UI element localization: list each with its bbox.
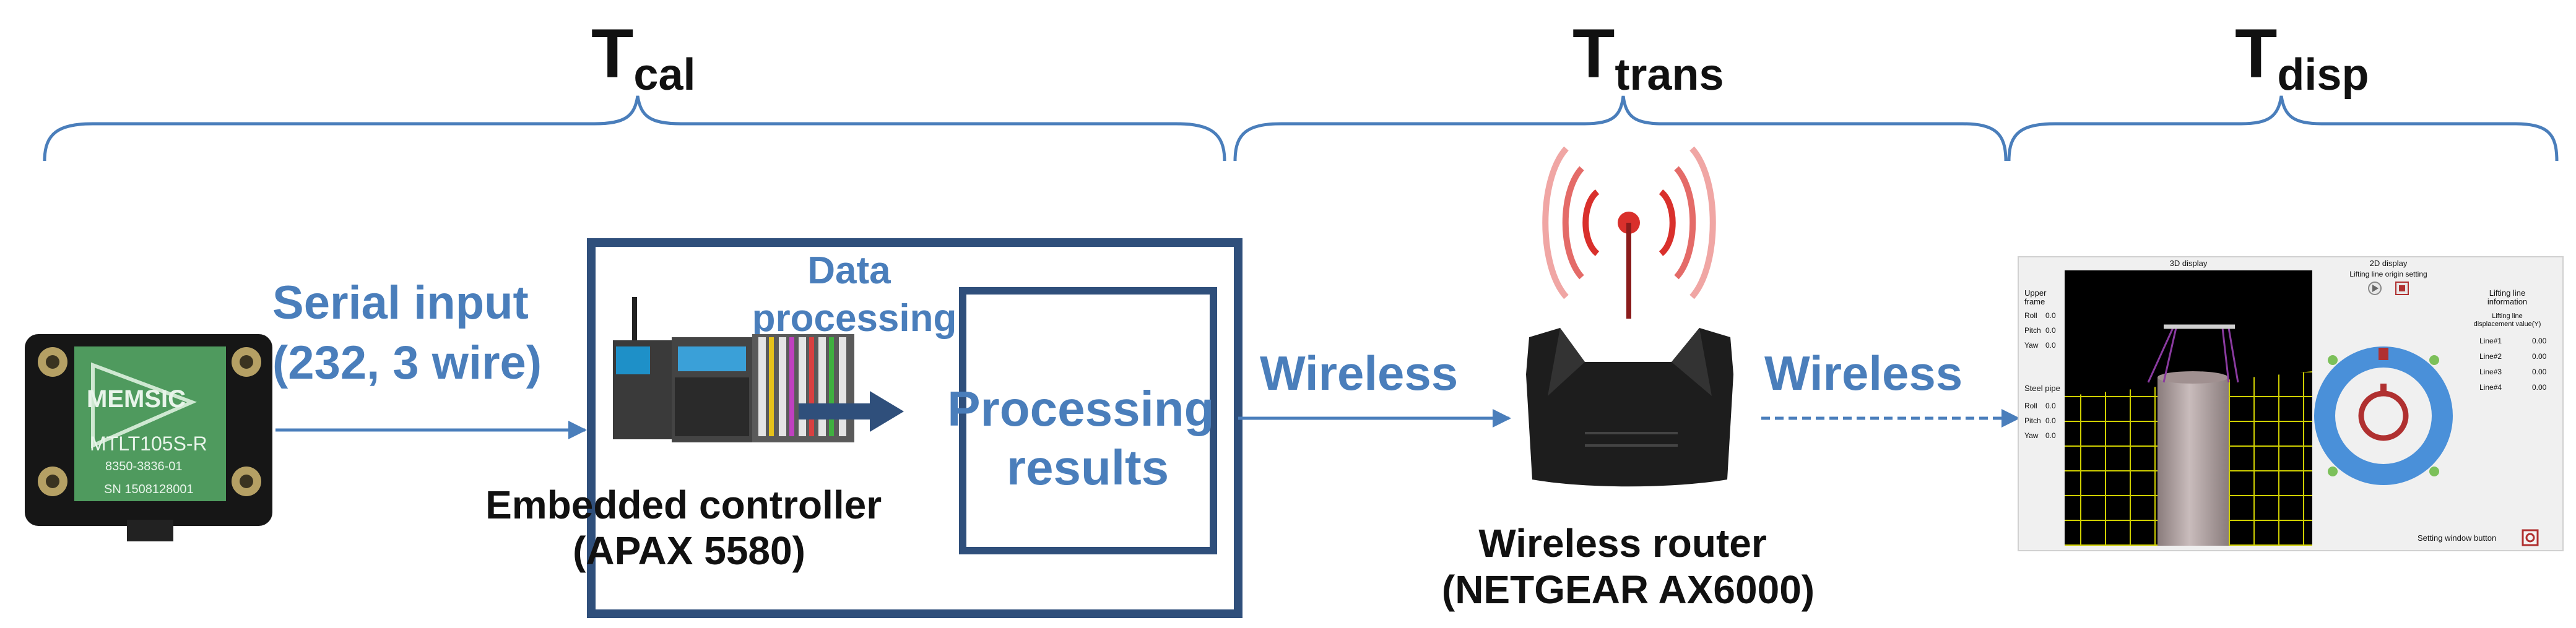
memsic-logo-icon bbox=[91, 362, 197, 449]
sensor-part-number: 8350-3836-01 bbox=[105, 460, 183, 473]
brace-disp bbox=[2007, 95, 2559, 161]
data-processing-label: Data processing bbox=[752, 249, 957, 340]
processing-arrow bbox=[799, 391, 904, 432]
play-icon bbox=[2372, 285, 2379, 292]
t-cal-label: Tcal bbox=[591, 15, 696, 100]
origin-stop-button[interactable] bbox=[2395, 282, 2409, 295]
memsic-sensor: MEMSIC MTLT105S-R 8350-3836-01 SN 150812… bbox=[25, 334, 272, 541]
processing-results-box bbox=[959, 287, 1217, 554]
sensor-model: MTLT105S-R bbox=[90, 432, 207, 455]
setting-button-label: Setting window button bbox=[2418, 533, 2496, 543]
controller-label: Embedded controller (APAX 5580) bbox=[485, 483, 893, 573]
serial-input-label: Serial input (232, 3 wire) bbox=[272, 277, 542, 389]
t-disp-label: Tdisp bbox=[2235, 15, 2369, 100]
lifting-lines-model bbox=[2147, 324, 2239, 383]
sensor-serial: SN 1508128001 bbox=[104, 483, 194, 496]
wireless-signal-icon bbox=[1542, 146, 1716, 319]
steel-pipe-model bbox=[2158, 371, 2229, 546]
gear-icon bbox=[2525, 533, 2535, 543]
title-3d-display: 3D display bbox=[2170, 259, 2208, 268]
stop-icon bbox=[2399, 285, 2405, 291]
sensor-brand: MEMSIC bbox=[87, 385, 186, 413]
brace-cal bbox=[43, 95, 1226, 161]
origin-setting-label: Lifting line origin setting bbox=[2349, 270, 2427, 278]
controller-box bbox=[587, 238, 1242, 618]
t-trans-label: Ttrans bbox=[1572, 15, 1724, 100]
wireless-label-1: Wireless bbox=[1260, 346, 1458, 400]
processing-results-label: Processing results bbox=[947, 381, 1228, 495]
origin-play-button[interactable] bbox=[2368, 282, 2382, 295]
title-2d-display: 2D display bbox=[2370, 259, 2408, 268]
setting-window-button[interactable] bbox=[2522, 529, 2539, 546]
wireless-label-2: Wireless bbox=[1764, 346, 1962, 400]
router-device bbox=[1526, 328, 1733, 487]
brace-trans bbox=[1233, 95, 2008, 161]
router-label: Wireless router (NETGEAR AX6000) bbox=[1442, 521, 1815, 612]
steel-pipe-label: Steel pipe bbox=[2024, 384, 2060, 393]
ring-2d-view bbox=[2314, 346, 2453, 485]
apax-controller-device bbox=[613, 297, 854, 442]
